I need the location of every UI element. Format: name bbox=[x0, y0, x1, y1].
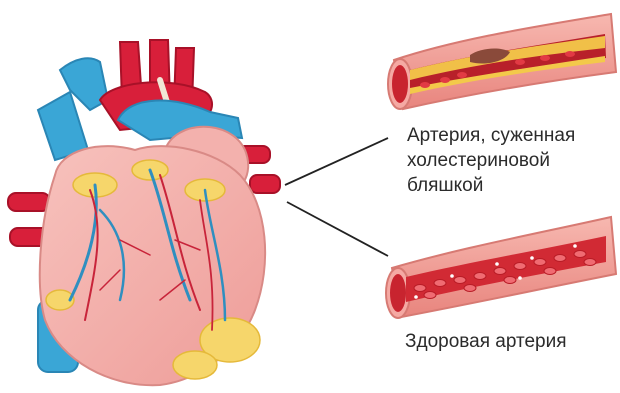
narrowed-artery-label-line-1: Артерия, суженная bbox=[407, 123, 617, 148]
narrowed-artery-label-line-2: холестериновой bbox=[407, 148, 617, 173]
artery-with-plaque-icon bbox=[388, 14, 616, 109]
narrowed-artery-label: Артерия, суженная холестериновой бляшкой bbox=[407, 123, 617, 198]
heart-illustration-icon bbox=[8, 40, 280, 385]
pointer-line-top bbox=[285, 138, 388, 185]
healthy-artery-label: Здоровая артерия bbox=[405, 329, 567, 354]
pointer-line-bottom bbox=[287, 202, 388, 256]
healthy-artery-icon bbox=[386, 217, 616, 318]
narrowed-artery-label-line-3: бляшкой bbox=[407, 173, 617, 198]
